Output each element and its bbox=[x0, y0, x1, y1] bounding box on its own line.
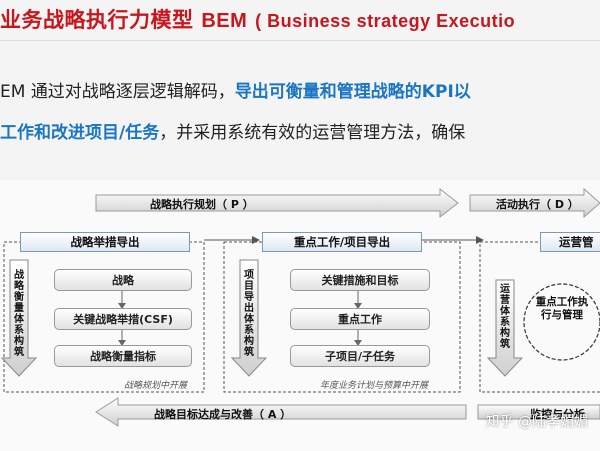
connector-1-head bbox=[252, 236, 260, 244]
col2-link-2-head bbox=[354, 340, 362, 346]
col1-box-3: 战略衡量指标 bbox=[54, 345, 192, 367]
col3-header: 运营管 bbox=[540, 232, 600, 252]
col2-box-1: 关键措施和目标 bbox=[290, 269, 430, 291]
connector-2-head bbox=[476, 236, 484, 244]
intro-line-2-highlight: 工作和改进项目/任务 bbox=[0, 123, 160, 143]
check-arrow bbox=[477, 404, 600, 420]
title-cn: 业务战略执行力模型 bbox=[0, 8, 194, 32]
plan-label: 战略执行规划（ P ） bbox=[150, 198, 254, 211]
col3-side-arrow bbox=[486, 279, 524, 377]
check-label: 监控与分析 bbox=[530, 408, 585, 421]
col2-link-1-head bbox=[354, 303, 362, 309]
col1-side-text: 战略衡量体系构筑 bbox=[14, 270, 24, 358]
col2-header: 重点工作/项目导出 bbox=[262, 232, 422, 252]
col1-box-2: 关键战略举措(CSF) bbox=[54, 308, 192, 330]
intro-line-1-text: EM 通过对战略逐层逻辑解码， bbox=[0, 82, 235, 102]
title-divider bbox=[0, 40, 600, 41]
do-label: 活动执行（ D ） bbox=[496, 198, 579, 211]
col1-side-arrow bbox=[0, 259, 38, 377]
col2-side-text: 项目导出体系构筑 bbox=[244, 270, 254, 358]
act-arrow bbox=[95, 397, 467, 427]
col2-box-3: 子项目/子任务 bbox=[290, 345, 430, 367]
col1-box-1: 战略 bbox=[54, 269, 192, 291]
col3-circle-text: 重点工作执行与管理 bbox=[535, 296, 589, 321]
intro-line-1-highlight: 导出可衡量和管理战略的KPI以 bbox=[234, 82, 471, 102]
title-sub: ( Business strategy Executio bbox=[255, 11, 516, 31]
do-arrow bbox=[469, 187, 600, 219]
col1-header: 战略举措导出 bbox=[20, 232, 190, 252]
col2-side-arrow bbox=[230, 259, 268, 377]
col1-link-1-head bbox=[118, 303, 126, 309]
col1-link-2-head bbox=[118, 340, 126, 346]
intro-line-2-text: ，并采用系统有效的运营管理方法，确保 bbox=[159, 123, 466, 143]
col1-note: 战略规划中开展 bbox=[124, 381, 188, 391]
col2-box-2: 重点工作 bbox=[290, 308, 430, 330]
title-en: BEM bbox=[201, 10, 248, 32]
col3-side-text: 运营体系构筑 bbox=[500, 284, 510, 350]
intro-line-2: 工作和改进项目/任务，并采用系统有效的运营管理方法，确保 bbox=[0, 118, 600, 143]
act-label: 战略目标达成与改善（ A ） bbox=[154, 408, 292, 421]
intro-line-1: EM 通过对战略逐层逻辑解码，导出可衡量和管理战略的KPI以 bbox=[0, 77, 600, 102]
bem-diagram: 战略执行规划（ P ） 活动执行（ D ） 战略举措导出 战略衡量体系构筑 战略… bbox=[0, 180, 600, 451]
col2-note: 年度业务计划与预算中开展 bbox=[320, 381, 429, 391]
plan-arrow bbox=[95, 187, 459, 219]
watermark: 知乎 @陆孝媚媚 bbox=[485, 414, 588, 430]
page-title: 业务战略执行力模型 BEM ( Business strategy Execut… bbox=[0, 4, 600, 34]
